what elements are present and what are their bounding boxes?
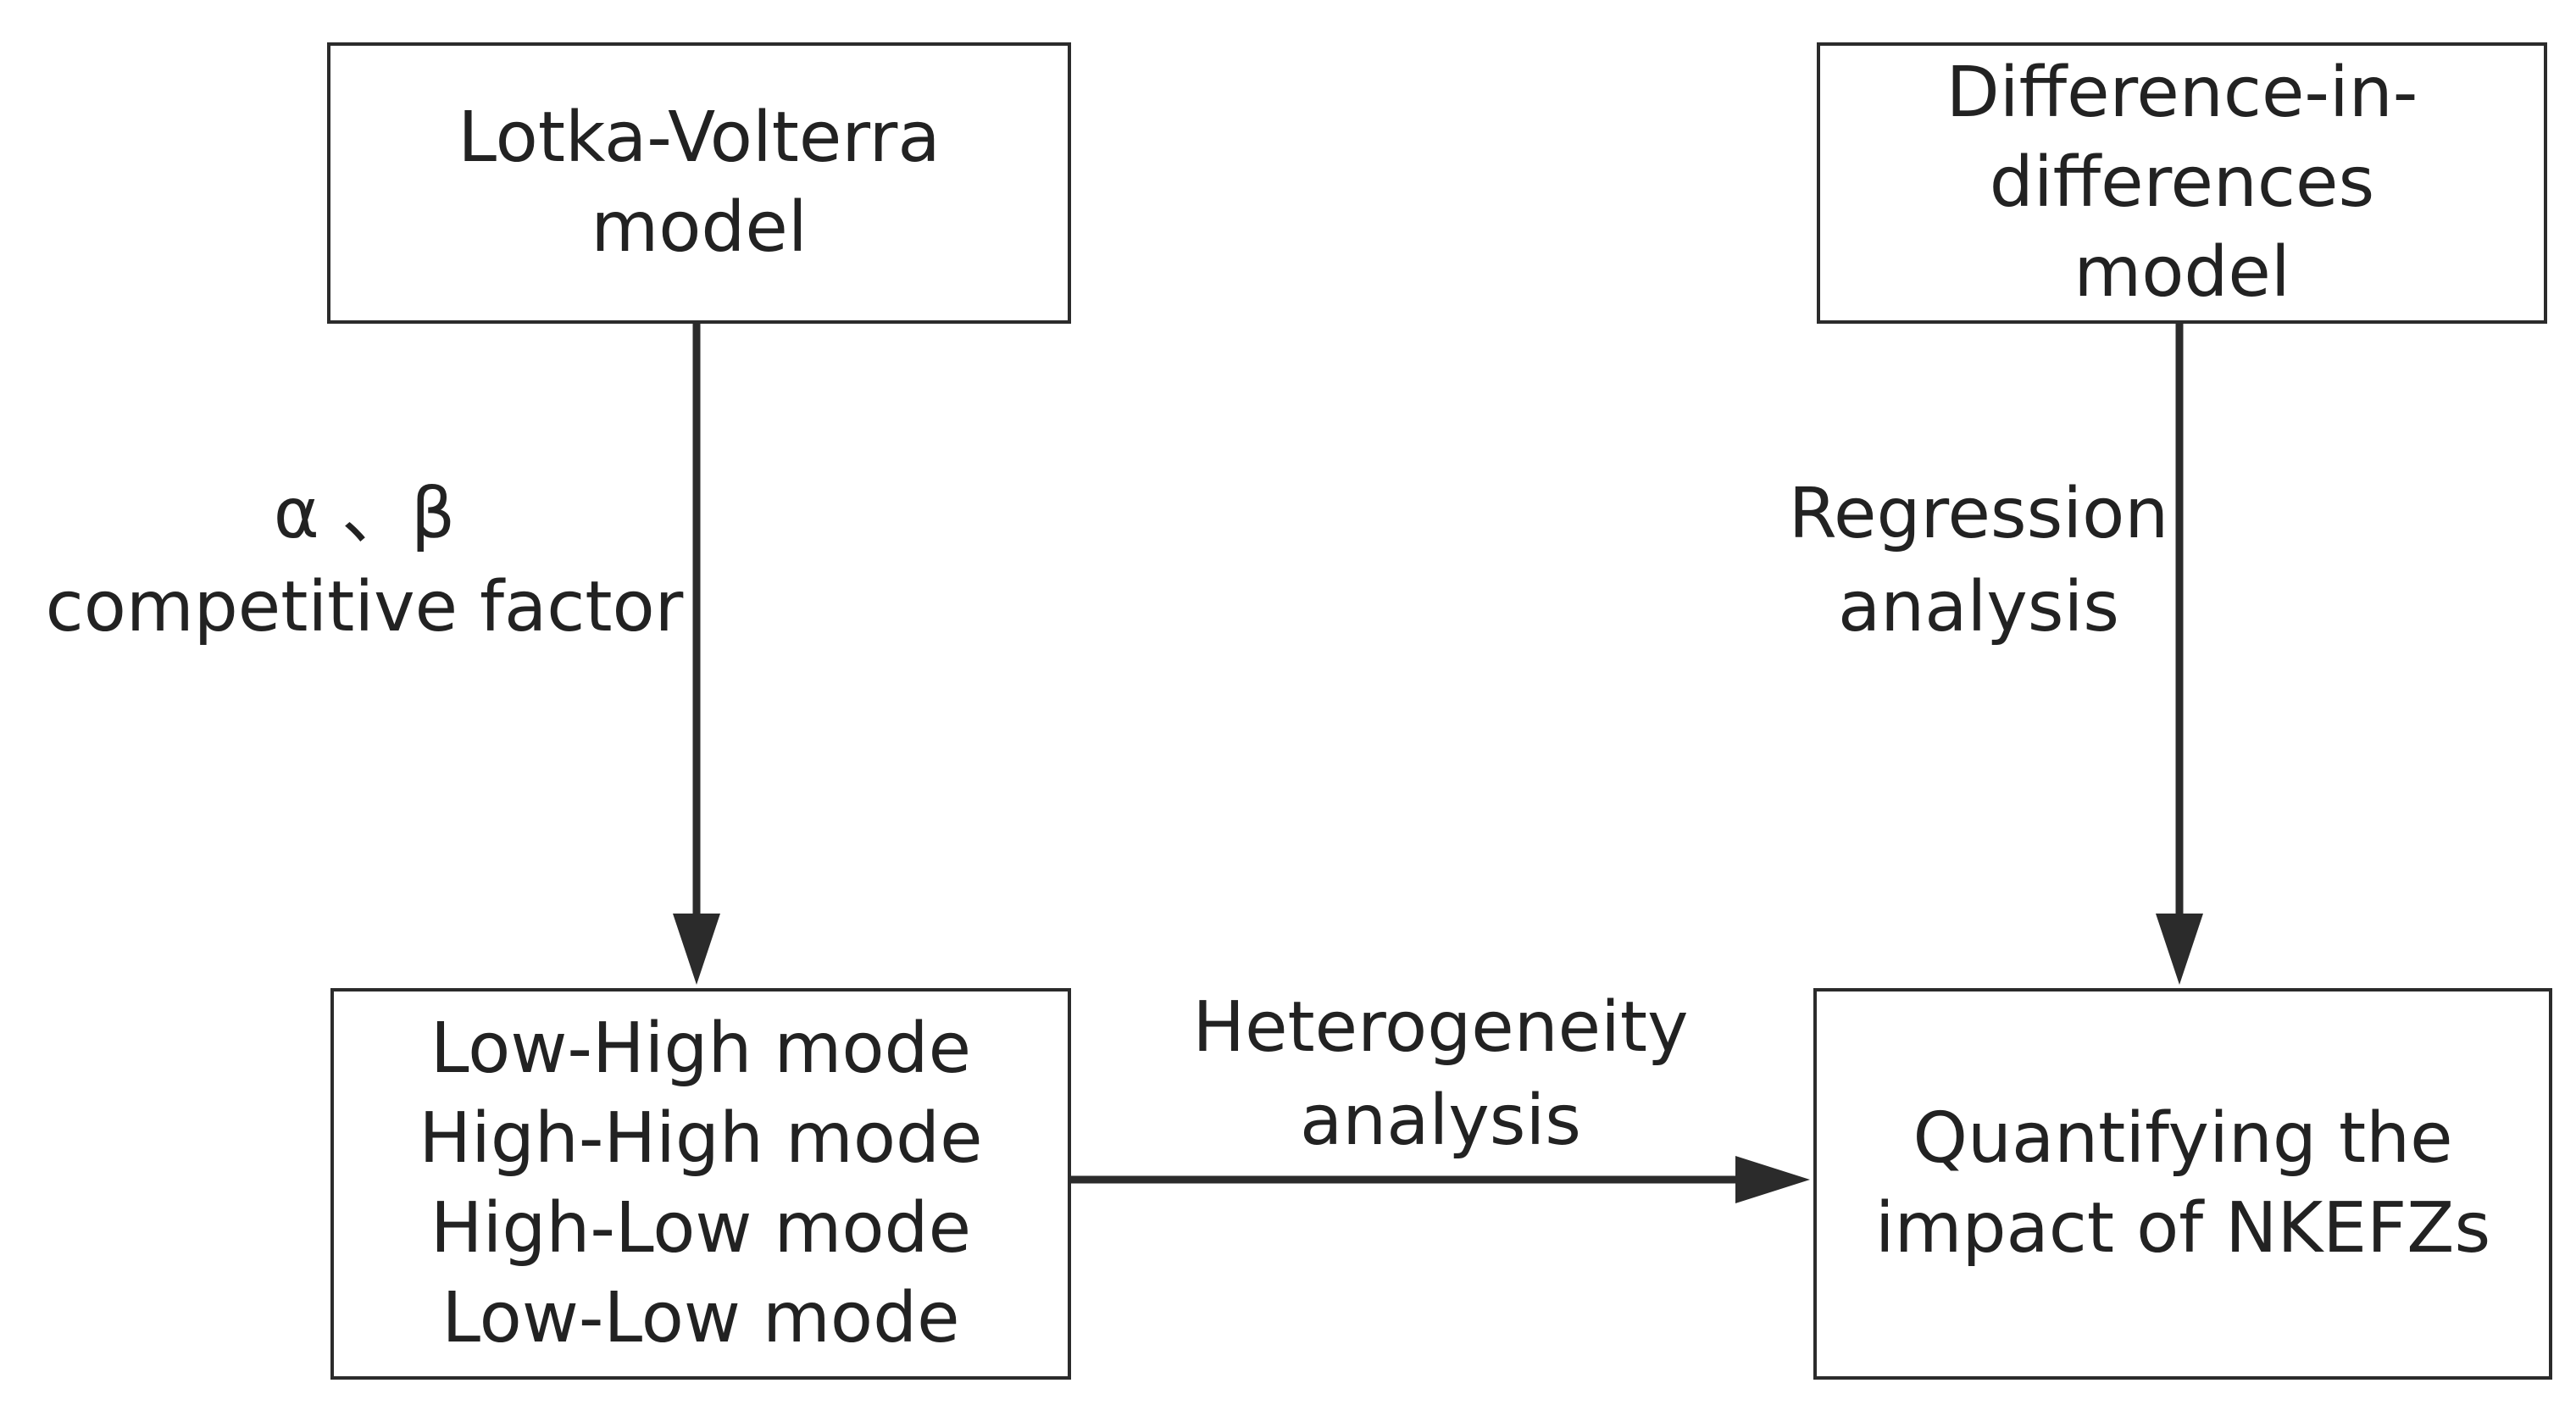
node-lotka-volterra-text: Lotka-Volterra model xyxy=(458,97,941,268)
node-lotka-volterra: Lotka-Volterra model xyxy=(327,42,1071,324)
edge-label-regression-analysis: Regression analysis xyxy=(1788,474,2169,647)
edge-label-competitive-factor: α 、β competitive factor xyxy=(45,474,684,647)
arrowhead-modes-to-impact xyxy=(1735,1156,1810,1203)
node-impact: Quantifying the impact of NKEFZs xyxy=(1813,988,2552,1380)
edge-label-heterogeneity-analysis: Heterogeneity analysis xyxy=(1192,987,1689,1161)
node-difference-in-differences-text: Difference-in- differences model xyxy=(1946,53,2418,313)
node-modes-text: Low-High mode High-High mode High-Low mo… xyxy=(419,1008,983,1358)
node-impact-text: Quantifying the impact of NKEFZs xyxy=(1874,1098,2491,1269)
node-modes: Low-High mode High-High mode High-Low mo… xyxy=(330,988,1071,1380)
arrowhead-did-to-impact xyxy=(2156,914,2203,985)
arrowhead-lotka-to-modes xyxy=(673,914,720,985)
node-difference-in-differences: Difference-in- differences model xyxy=(1817,42,2547,324)
